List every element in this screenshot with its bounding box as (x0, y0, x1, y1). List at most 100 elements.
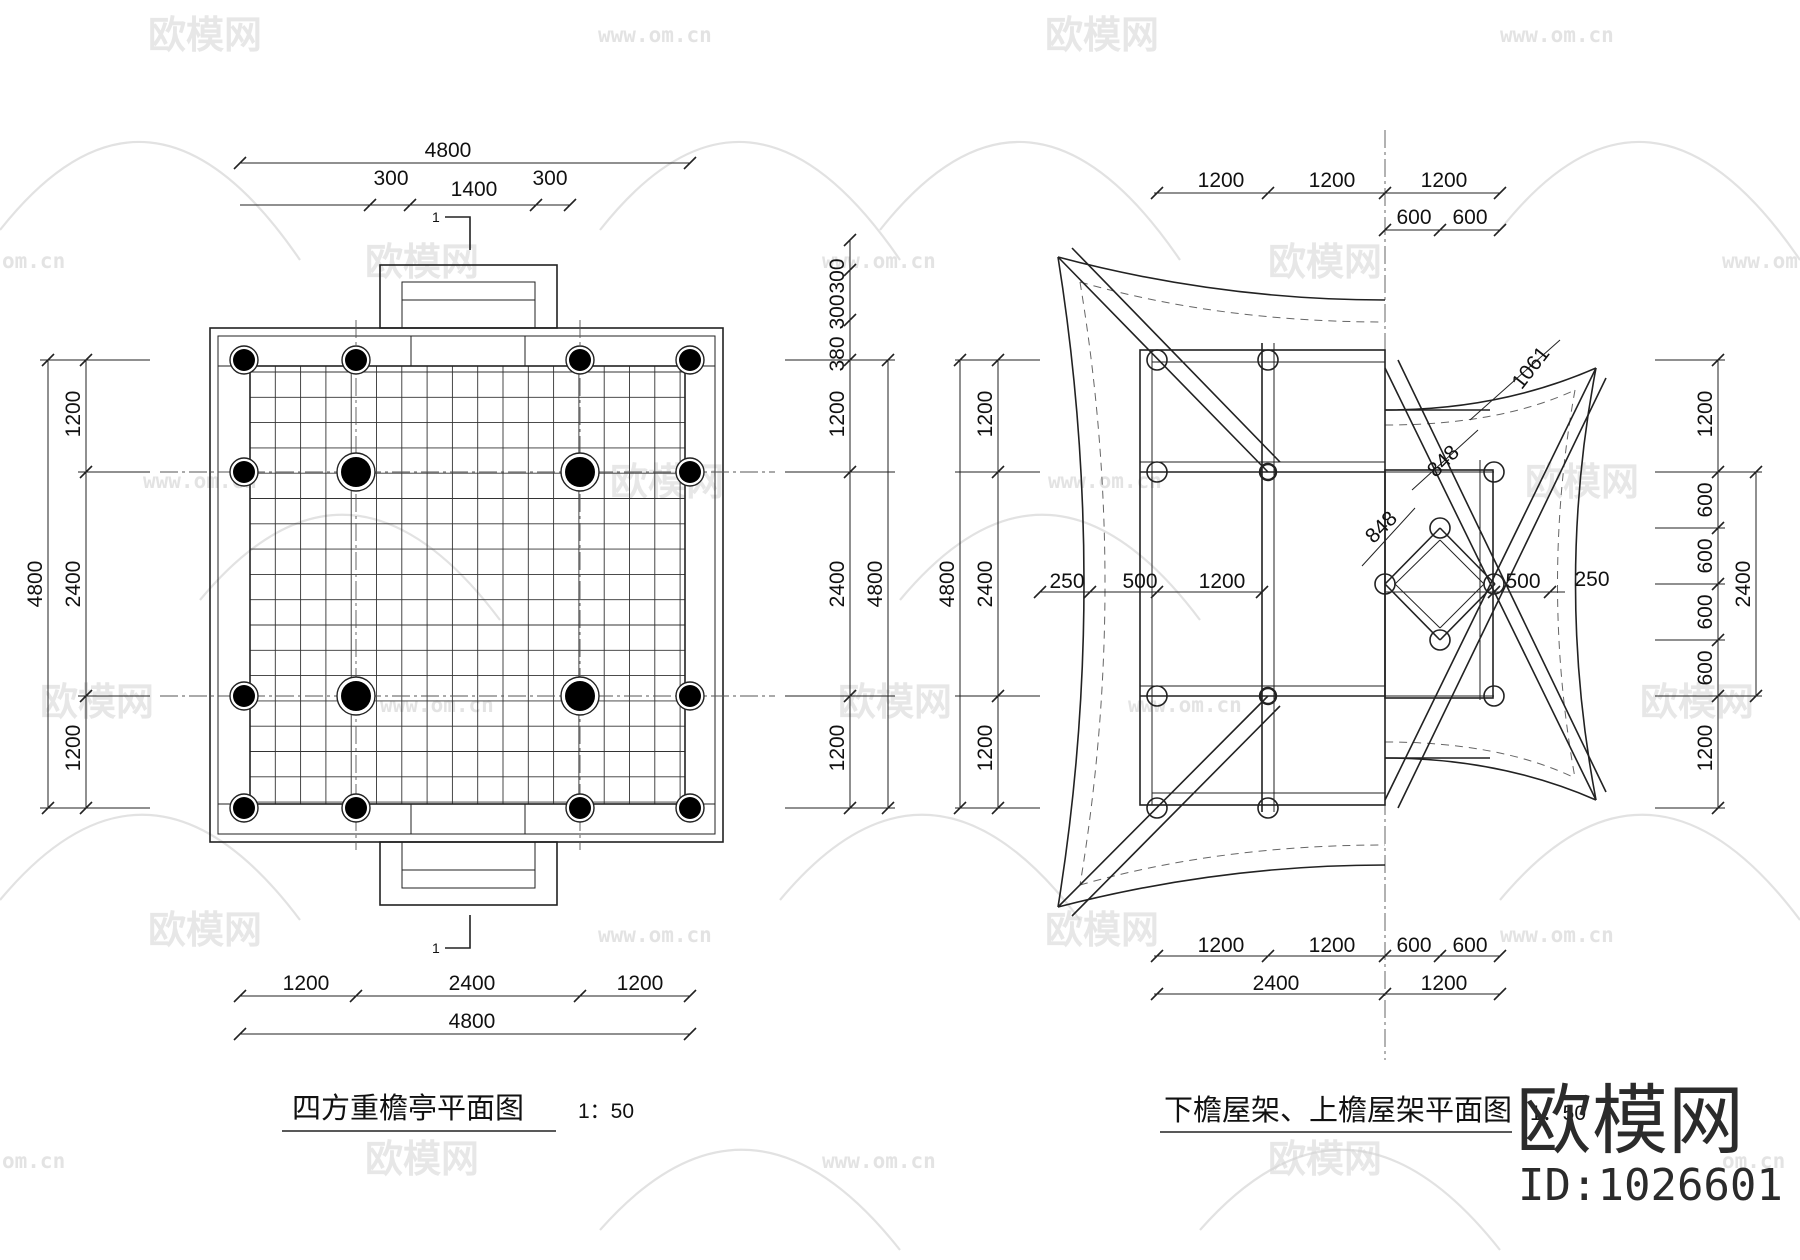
dim-tick (1150, 585, 1164, 599)
dim-tick (683, 156, 697, 170)
dim-tick (1711, 801, 1725, 815)
dim-right-300-top: 300 (826, 258, 849, 293)
dim-tick (1711, 465, 1725, 479)
watermark-url: www.om.cn (380, 693, 494, 717)
dim-tick (953, 353, 967, 367)
dim-top-overall: 4800 (425, 139, 472, 162)
roof-dim-bottom-600-1: 600 (1396, 934, 1431, 957)
upper-eave-frame (1384, 359, 1607, 809)
watermark-brand: 欧模网 (148, 13, 262, 57)
dim-tick (953, 801, 967, 815)
main-column (341, 681, 371, 711)
roof-post (1429, 629, 1451, 651)
brand-id: ID:1026601 (1518, 1160, 1783, 1211)
dim-tick (881, 353, 895, 367)
watermark-brand: 欧模网 (148, 908, 262, 952)
dim-left-2400: 2400 (62, 561, 85, 608)
dim-left-overall: 4800 (24, 561, 47, 608)
dim-tick (1378, 987, 1392, 1001)
roof-dim-left-1200-bottom: 1200 (974, 725, 997, 772)
roof-dim-bottom-1200-1: 1200 (1198, 934, 1245, 957)
roof-post (1483, 573, 1505, 595)
roof-dim-left-2400: 2400 (974, 561, 997, 608)
roof-dim-bottom-2400: 2400 (1253, 972, 1300, 995)
dim-tick (79, 353, 93, 367)
dim-tick (1543, 585, 1557, 599)
roof-post (1374, 573, 1396, 595)
dim-tick (1150, 949, 1164, 963)
main-column (565, 457, 595, 487)
dim-tick (1033, 585, 1047, 599)
roof-dim-right-600-3: 600 (1694, 594, 1717, 629)
column (233, 349, 255, 371)
dim-tick (843, 801, 857, 815)
dim-tick (79, 465, 93, 479)
roof-dim-left-overall: 4800 (936, 561, 959, 608)
roof-dim-top-1200-1: 1200 (1198, 169, 1245, 192)
dim-right-1200-bottom: 1200 (826, 725, 849, 772)
column (569, 797, 591, 819)
roof-dim-bottom-600-2: 600 (1452, 934, 1487, 957)
column (233, 685, 255, 707)
roof-dim-inner-500-right: 500 (1505, 570, 1540, 593)
dim-left-1200-bottom: 1200 (62, 725, 85, 772)
dim-bottom-overall: 4800 (449, 1010, 496, 1033)
column (345, 349, 367, 371)
dim-tick (683, 989, 697, 1003)
dim-tick (843, 233, 857, 247)
dim-tick (1711, 353, 1725, 367)
watermark-brand: 欧模网 (1268, 240, 1382, 284)
pavilion-floor-plan: 1 1 4800 300 1400 300 1200 2400 1200 480… (24, 139, 895, 1132)
roof-top-dimensions: 1200 1200 1200 600 600 (1154, 169, 1500, 231)
roof-post (1146, 349, 1168, 371)
roof-dim-bottom-1200-3: 1200 (1421, 972, 1468, 995)
dim-tick (991, 801, 1005, 815)
dim-tick (1711, 521, 1725, 535)
column (679, 685, 701, 707)
top-steps (379, 264, 558, 329)
dim-tick (1378, 223, 1392, 237)
left-dimensions: 4800 1200 2400 1200 (24, 359, 150, 809)
dim-tick (1487, 585, 1501, 599)
roof-dim-right-2400: 2400 (1732, 561, 1755, 608)
column (345, 797, 367, 819)
roof-plan-scale: 1：50 (1530, 1102, 1586, 1125)
roof-post (1146, 797, 1168, 819)
dimension-ticks (41, 156, 1763, 1041)
watermark-url-short: om.cn (2, 1149, 65, 1173)
column (679, 349, 701, 371)
roof-post-main (1258, 462, 1278, 482)
roof-post (1257, 797, 1279, 819)
brand-logo: 欧模网 ID:1026601 (1516, 1076, 1783, 1211)
watermark-url: www.om.cn (1500, 923, 1614, 947)
roof-dim-inner-250-right: 250 (1574, 568, 1609, 591)
roof-dim-right-600-2: 600 (1694, 538, 1717, 573)
roof-right-dimensions: 1200 600 600 600 600 1200 2400 (1655, 359, 1762, 809)
roof-dim-right-600-4: 600 (1694, 650, 1717, 685)
platform-inner-edge (217, 335, 716, 835)
dim-top-300-right: 300 (532, 167, 567, 190)
column (569, 349, 591, 371)
watermark-url: www.om.cn (598, 23, 712, 47)
dim-top-300-left: 300 (373, 167, 408, 190)
roof-dim-top-1200-3: 1200 (1421, 169, 1468, 192)
watermark-brand: 欧模网 (838, 680, 952, 724)
roof-dim-bottom-1200-2: 1200 (1309, 934, 1356, 957)
roof-post (1146, 461, 1168, 483)
watermark-url-short: om.cn (1722, 1149, 1785, 1173)
dim-tick (1493, 186, 1507, 200)
dim-tick (881, 801, 895, 815)
dim-right-300-second: 300 (826, 294, 849, 329)
dim-tick (683, 1027, 697, 1041)
column (679, 797, 701, 819)
watermark-brand: 欧模网 (40, 680, 154, 724)
section-label-top: 1 (432, 209, 440, 225)
column (679, 461, 701, 483)
section-mark-bottom: 1 (432, 915, 471, 956)
section-mark-top: 1 (432, 209, 471, 250)
roof-left-dimensions: 4800 1200 2400 1200 (936, 359, 1040, 809)
plan-title: 四方重檐亭平面图 (292, 1091, 524, 1125)
paving-grid (249, 365, 686, 805)
dim-tick (1261, 949, 1275, 963)
dim-right-2400: 2400 (826, 561, 849, 608)
